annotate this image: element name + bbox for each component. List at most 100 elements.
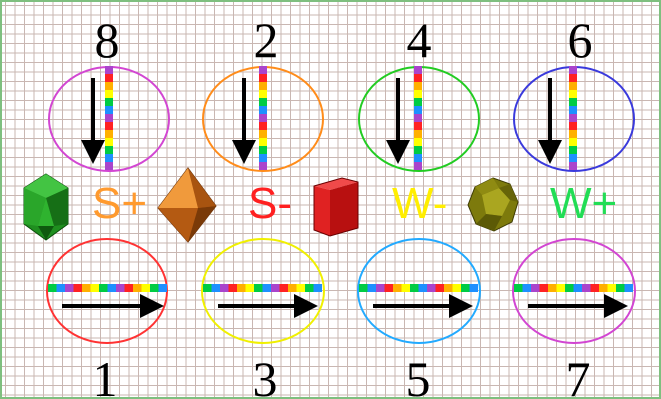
- strip-segment: [402, 284, 411, 292]
- strip-segment: [569, 154, 577, 162]
- strip-segment: [288, 284, 297, 292]
- strip-segment: [105, 138, 113, 146]
- strip-segment: [105, 106, 113, 114]
- strip-segment: [514, 284, 523, 292]
- strip-segment: [259, 154, 267, 162]
- bottom-strip-1: [48, 284, 167, 292]
- red-cube-icon: [314, 178, 358, 236]
- top-number-2: 2: [236, 15, 296, 65]
- strip-segment: [461, 284, 470, 292]
- strip-segment: [616, 284, 625, 292]
- strip-segment: [74, 284, 83, 292]
- bottom-number-1: 1: [75, 354, 135, 399]
- orange-octahedron-icon: [158, 168, 216, 242]
- strip-segment: [105, 130, 113, 138]
- strip-segment: [359, 284, 368, 292]
- strip-segment: [419, 284, 428, 292]
- label-s-minus: S-: [248, 182, 292, 226]
- strip-segment: [259, 162, 267, 170]
- strip-segment: [569, 162, 577, 170]
- strip-segment: [414, 154, 422, 162]
- strip-segment: [246, 284, 255, 292]
- strip-segment: [569, 130, 577, 138]
- strip-segment: [557, 284, 566, 292]
- strip-segment: [82, 284, 91, 292]
- strip-segment: [297, 284, 306, 292]
- strip-segment: [569, 82, 577, 90]
- olive-dodecahedron-icon: [468, 178, 518, 231]
- strip-segment: [569, 74, 577, 82]
- strip-segment: [305, 284, 314, 292]
- label-w-minus: W-: [392, 182, 447, 226]
- strip-segment: [133, 284, 142, 292]
- strip-segment: [259, 146, 267, 154]
- strip-segment: [414, 98, 422, 106]
- strip-segment: [582, 284, 591, 292]
- strip-segment: [125, 284, 134, 292]
- strip-segment: [414, 90, 422, 98]
- strip-segment: [414, 122, 422, 130]
- strip-segment: [105, 74, 113, 82]
- label-w-plus: W+: [550, 182, 617, 226]
- strip-segment: [569, 114, 577, 122]
- strip-segment: [142, 284, 151, 292]
- strip-segment: [574, 284, 583, 292]
- strip-segment: [105, 122, 113, 130]
- strip-segment: [57, 284, 66, 292]
- strip-segment: [105, 146, 113, 154]
- strip-segment: [625, 284, 634, 292]
- strip-segment: [569, 122, 577, 130]
- bottom-number-3: 3: [235, 354, 295, 399]
- strip-segment: [436, 284, 445, 292]
- strip-segment: [569, 146, 577, 154]
- strip-segment: [220, 284, 229, 292]
- bottom-strip-5: [359, 284, 478, 292]
- strip-segment: [427, 284, 436, 292]
- strip-segment: [376, 284, 385, 292]
- strip-segment: [414, 146, 422, 154]
- top-number-8: 8: [77, 15, 137, 65]
- strip-segment: [414, 82, 422, 90]
- strip-segment: [116, 284, 125, 292]
- strip-segment: [414, 162, 422, 170]
- top-strip-6: [569, 66, 577, 170]
- bottom-strip-3: [203, 284, 322, 292]
- strip-segment: [108, 284, 117, 292]
- strip-segment: [65, 284, 74, 292]
- strip-segment: [410, 284, 419, 292]
- strip-segment: [254, 284, 263, 292]
- strip-segment: [569, 106, 577, 114]
- top-strip-2: [259, 66, 267, 170]
- strip-segment: [414, 138, 422, 146]
- strip-segment: [414, 106, 422, 114]
- strip-segment: [105, 114, 113, 122]
- strip-segment: [569, 98, 577, 106]
- strip-segment: [393, 284, 402, 292]
- strip-segment: [99, 284, 108, 292]
- strip-segment: [368, 284, 377, 292]
- top-strip-4: [414, 66, 422, 170]
- label-s-plus: S+: [92, 182, 147, 226]
- strip-segment: [271, 284, 280, 292]
- strip-segment: [259, 138, 267, 146]
- green-icosahedron-icon: [24, 174, 68, 240]
- strip-segment: [470, 284, 479, 292]
- strip-segment: [259, 130, 267, 138]
- strip-segment: [453, 284, 462, 292]
- strip-segment: [444, 284, 453, 292]
- strip-segment: [105, 154, 113, 162]
- strip-segment: [548, 284, 557, 292]
- strip-segment: [105, 98, 113, 106]
- strip-segment: [531, 284, 540, 292]
- strip-segment: [263, 284, 272, 292]
- strip-segment: [229, 284, 238, 292]
- strip-segment: [48, 284, 57, 292]
- strip-segment: [91, 284, 100, 292]
- strip-segment: [591, 284, 600, 292]
- strip-segment: [599, 284, 608, 292]
- strip-segment: [414, 114, 422, 122]
- strip-segment: [569, 138, 577, 146]
- strip-segment: [608, 284, 617, 292]
- strip-segment: [385, 284, 394, 292]
